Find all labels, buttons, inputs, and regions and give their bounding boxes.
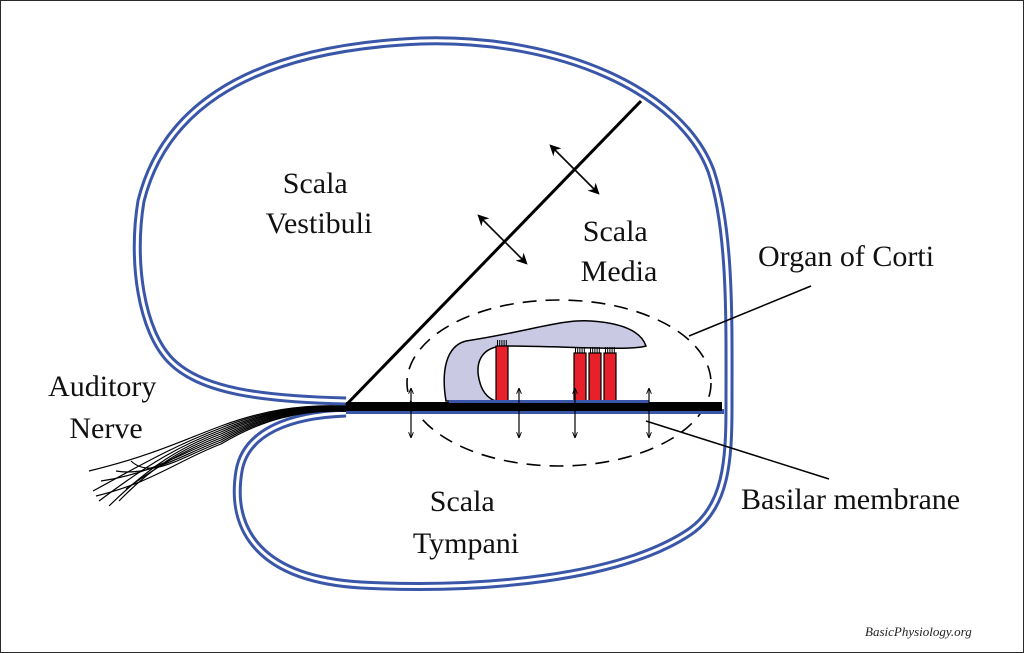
upper-cochlear-wall	[132, 36, 734, 407]
outer-hair-cell	[603, 347, 617, 403]
inner-hair-cell	[495, 340, 509, 403]
nerve-fiber	[95, 410, 347, 497]
auditory-nerve-fibers	[88, 405, 347, 507]
organ-of-corti-outline	[406, 299, 712, 467]
label-basilar-membrane: Basilar membrane	[741, 483, 960, 516]
nerve-fiber	[88, 405, 347, 472]
nerve-fiber	[125, 408, 347, 490]
nerve-fiber	[118, 407, 347, 502]
lower-cochlear-wall	[232, 405, 734, 591]
hair-cells	[495, 340, 617, 403]
basilar-membrane-blue	[346, 409, 724, 414]
basilar-membrane	[346, 402, 722, 411]
reissner-arrow	[477, 214, 528, 265]
label-scala-media: Scala Media	[581, 215, 658, 288]
nerve-fiber	[108, 406, 347, 507]
basilar-membrane-leader	[645, 420, 830, 480]
label-scala-vestibuli: Scala Vestibuli	[266, 167, 373, 240]
credit-text: BasicPhysiology.org	[865, 624, 972, 639]
basilar-vibration-arrows	[411, 389, 649, 437]
organ-of-corti-leader	[688, 285, 812, 337]
outer-hair-cell	[588, 347, 602, 403]
nerve-fiber	[115, 409, 347, 473]
nerve-fiber	[130, 409, 347, 469]
label-scala-tympani: Scala Tympani	[413, 485, 519, 560]
reissner-arrow	[549, 144, 600, 195]
tectorial-membrane	[443, 320, 647, 402]
reticular-lamina	[449, 400, 649, 403]
label-auditory-nerve: Auditory Nerve	[48, 370, 164, 445]
label-organ-of-corti: Organ of Corti	[758, 240, 934, 273]
outer-hair-cell	[573, 347, 587, 403]
